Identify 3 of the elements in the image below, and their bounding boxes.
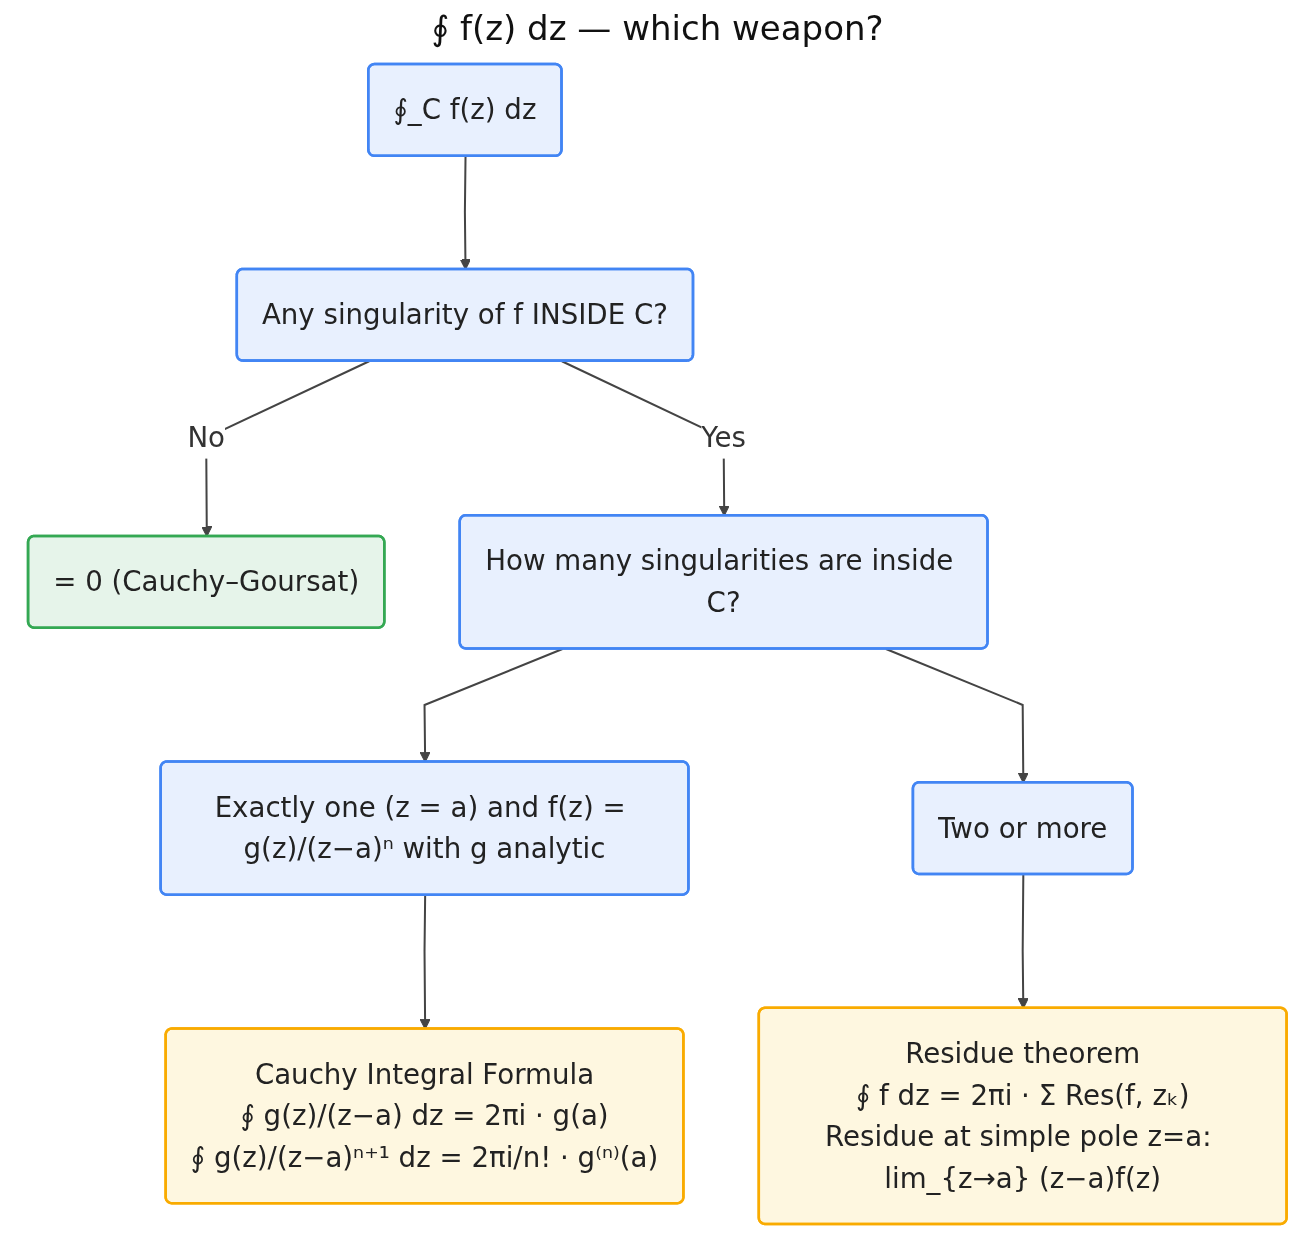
diagram-title: ∮ f(z) dz — which weapon? <box>431 8 884 48</box>
edge-label: Yes <box>701 422 747 454</box>
edge-label: No <box>187 422 226 454</box>
